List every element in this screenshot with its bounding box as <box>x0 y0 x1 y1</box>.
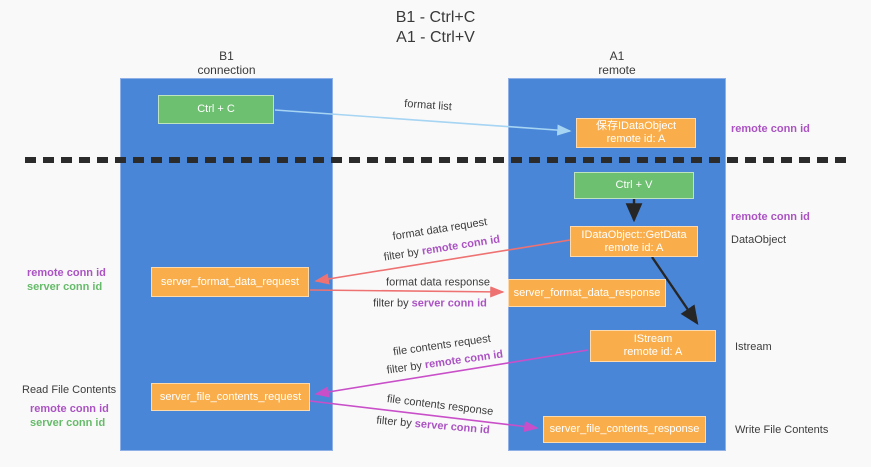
node-save-idataobject: 保存IDataObject remote id: A <box>576 118 696 148</box>
node-idataobject-getdata: IDataObject::GetData remote id: A <box>570 226 698 257</box>
left-label-server-conn-id-mid: server conn id <box>27 281 103 293</box>
node-idataobject-getdata-line1: IDataObject::GetData <box>581 228 687 241</box>
node-ctrl-c-label: Ctrl + C <box>197 103 235 115</box>
edge-label-file-contents-response: file contents response <box>386 393 494 418</box>
node-server-file-contents-request: server_file_contents_request <box>151 383 310 411</box>
phase-divider <box>25 157 847 163</box>
node-istream-line1: IStream <box>633 333 673 345</box>
node-server-format-data-response: server_format_data_response <box>508 279 666 307</box>
title-line-2: A1 - Ctrl+V <box>396 29 475 46</box>
filter-by-text: filter by <box>385 359 423 377</box>
right-label-dataobject: DataObject <box>731 234 787 246</box>
server-conn-id-text: server conn id <box>414 417 491 437</box>
node-ctrl-v: Ctrl + V <box>574 172 694 199</box>
node-istream-line2: remote id: A <box>623 346 683 358</box>
arrow-format-data-response <box>309 286 505 298</box>
left-column-header: B1 connection <box>120 49 333 77</box>
node-server-format-data-response-label: server_format_data_response <box>513 286 661 299</box>
diagram-title: B1 - Ctrl+C A1 - Ctrl+V <box>0 8 871 48</box>
edge-label-format-list: format list <box>403 97 453 114</box>
node-server-format-data-request: server_format_data_request <box>151 267 309 297</box>
left-label-read-file-contents: Read File Contents <box>22 384 117 396</box>
filter-by-text: filter by <box>383 246 420 264</box>
title-line-1: B1 - Ctrl+C <box>395 9 476 26</box>
node-idataobject-getdata-line2: remote id: A <box>604 241 664 254</box>
node-server-file-contents-response: server_file_contents_response <box>543 416 706 443</box>
edge-label-format-data-response: format data response <box>386 276 490 289</box>
node-server-file-contents-response-label: server_file_contents_response <box>549 423 700 435</box>
node-server-file-contents-request-label: server_file_contents_request <box>159 390 302 403</box>
node-istream: IStream remote id: A <box>590 330 716 362</box>
left-column-role: connection <box>197 63 256 77</box>
left-label-server-conn-id-bottom: server conn id <box>30 417 106 429</box>
edge-label-filter-file-response: filter by server conn id <box>376 415 490 438</box>
left-label-remote-conn-id-bottom: remote conn id <box>30 403 109 415</box>
right-column-role: remote <box>598 63 636 77</box>
right-label-istream: Istream <box>735 341 772 353</box>
node-server-format-data-request-label: server_format_data_request <box>160 275 300 288</box>
node-save-idataobject-line2: remote id: A <box>606 133 666 145</box>
filter-by-text: filter by <box>375 414 413 430</box>
right-label-write-file-contents: Write File Contents <box>735 424 829 436</box>
right-column-name: A1 <box>609 49 625 63</box>
edge-label-filter-format-response: filter by server conn id <box>373 298 487 311</box>
node-save-idataobject-line1: 保存IDataObject <box>595 120 677 132</box>
left-column-name: B1 <box>219 49 234 63</box>
left-label-remote-conn-id-mid: remote conn id <box>27 267 106 279</box>
right-label-remote-conn-id-mid: remote conn id <box>731 211 810 223</box>
filter-by-text: filter by <box>373 297 409 310</box>
right-label-remote-conn-id-top: remote conn id <box>731 123 810 135</box>
server-conn-id-text: server conn id <box>411 297 487 310</box>
right-column-header: A1 remote <box>508 49 726 77</box>
node-ctrl-v-label: Ctrl + V <box>615 179 653 191</box>
node-ctrl-c: Ctrl + C <box>158 95 274 124</box>
